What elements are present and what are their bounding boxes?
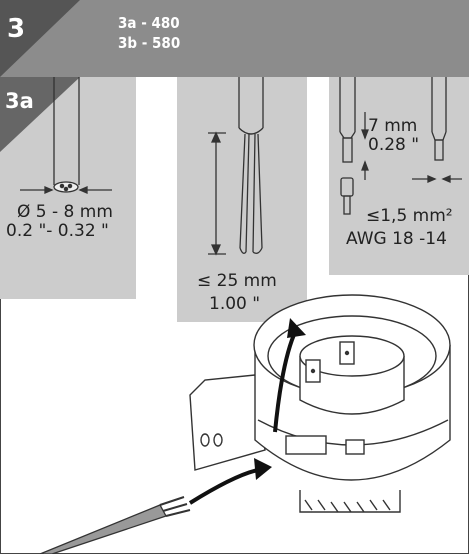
section-badge bbox=[0, 77, 80, 152]
cable-drawing bbox=[20, 77, 112, 194]
step-number: 3 bbox=[7, 14, 26, 44]
wire-section-mm: ≤1,5 mm² bbox=[366, 206, 453, 226]
strip-length-in: 1.00 " bbox=[209, 294, 261, 314]
wire-strip-in: 0.28 " bbox=[368, 135, 420, 155]
cable-diameter-in: 0.2 "- 0.32 " bbox=[6, 221, 109, 241]
cable-diameter-mm: Ø 5 - 8 mm bbox=[17, 202, 113, 222]
model-b-label: 3b - 580 bbox=[118, 34, 181, 52]
wire-strip-mm: 7 mm bbox=[368, 116, 418, 136]
model-list: 3a - 480 3b - 580 bbox=[118, 13, 180, 53]
wire-awg: AWG 18 -14 bbox=[346, 229, 447, 249]
header-bar: 3 3a - 480 3b - 580 bbox=[0, 0, 469, 77]
insert-arrows bbox=[188, 318, 306, 505]
strip-length-mm: ≤ 25 mm bbox=[197, 271, 277, 291]
wire-end-drawing bbox=[339, 77, 462, 215]
step-badge bbox=[0, 0, 80, 77]
sensor-housing bbox=[189, 294, 451, 513]
strip-drawing bbox=[208, 77, 264, 256]
cable-bottom bbox=[39, 496, 191, 554]
section-label: 3a bbox=[5, 89, 34, 113]
model-a-label: 3a - 480 bbox=[118, 14, 180, 32]
